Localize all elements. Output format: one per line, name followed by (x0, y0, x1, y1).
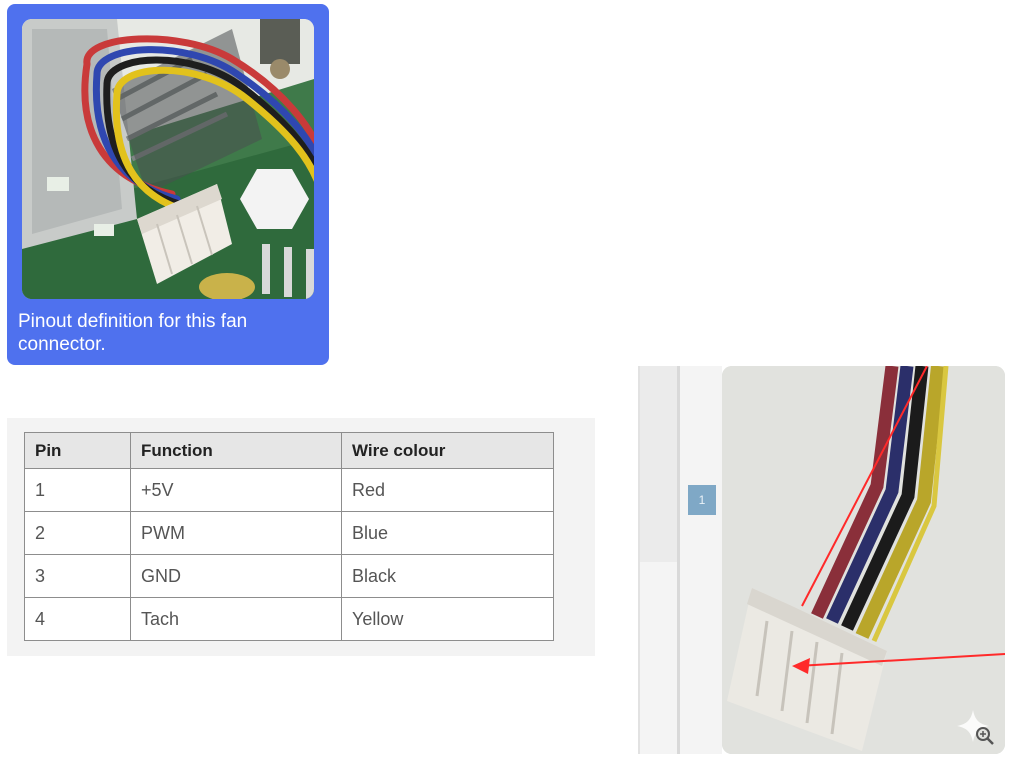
fan-connector-photo[interactable] (22, 19, 314, 299)
pinout-table: Pin Function Wire colour 1 +5V Red 2 PWM… (24, 432, 554, 641)
header-wire-colour: Wire colour (341, 432, 554, 469)
connector-illustration (722, 366, 1005, 754)
header-pin: Pin (24, 432, 131, 469)
table-row: 3 GND Black (24, 554, 554, 598)
message-caption: Pinout definition for this fan connector… (18, 311, 248, 355)
cell-function: +5V (130, 468, 342, 512)
cell-function: GND (130, 554, 342, 598)
annotation-arrow (796, 653, 1005, 667)
cropped-ui-strip: 1 (638, 366, 722, 754)
cell-wire-colour: Black (341, 554, 554, 598)
cell-pin: 3 (24, 554, 131, 598)
cell-pin: 2 (24, 511, 131, 555)
cell-function: Tach (130, 597, 342, 641)
annotation-line (801, 366, 928, 607)
table-row: 2 PWM Blue (24, 511, 554, 555)
table-row: 1 +5V Red (24, 468, 554, 512)
fan-connector-illustration (22, 19, 314, 299)
cell-wire-colour: Blue (341, 511, 554, 555)
cell-wire-colour: Red (341, 468, 554, 512)
pinout-table-screenshot: Pin Function Wire colour 1 +5V Red 2 PWM… (7, 366, 637, 754)
sparkle-zoom-icon[interactable] (953, 704, 999, 750)
header-function: Function (130, 432, 342, 469)
side-panel (640, 366, 677, 562)
table-header-row: Pin Function Wire colour (24, 432, 554, 469)
cell-function: PWM (130, 511, 342, 555)
divider (638, 366, 640, 754)
cell-pin: 4 (24, 597, 131, 641)
cell-pin: 1 (24, 468, 131, 512)
divider (677, 366, 680, 754)
side-marker[interactable]: 1 (688, 485, 716, 515)
table-row: 4 Tach Yellow (24, 597, 554, 641)
connector-photo[interactable] (722, 366, 1005, 754)
message-card: Pinout definition for this fan connector… (7, 4, 329, 365)
cell-wire-colour: Yellow (341, 597, 554, 641)
table-area: Pin Function Wire colour 1 +5V Red 2 PWM… (7, 418, 595, 656)
